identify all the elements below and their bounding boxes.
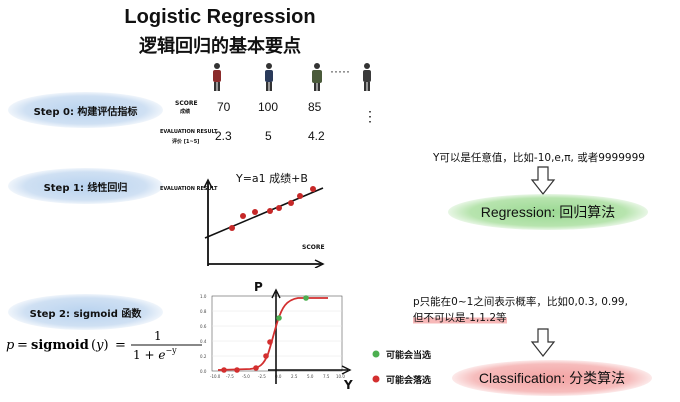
svg-text:sigmoid: sigmoid — [31, 338, 89, 353]
sigmoid-curve — [217, 297, 328, 371]
step2-label: Step 2: sigmoid 函数 — [29, 308, 142, 320]
y-tick-label: 0.2 — [200, 354, 207, 359]
x-tick-label: 10.0 — [336, 374, 345, 379]
data-point — [252, 209, 258, 215]
data-point — [267, 208, 273, 214]
classification-note-2: 但不可以是-1,1.2等 — [413, 310, 507, 325]
y-tick-label: 0.4 — [200, 339, 207, 344]
sigmoid-y-label: Y — [344, 378, 353, 392]
selected-point — [303, 295, 309, 301]
data-point — [229, 225, 235, 231]
data-point — [276, 205, 282, 211]
x-tick-label: -2.5 — [258, 374, 266, 379]
y-axis-arrow — [203, 178, 213, 189]
page-title-zh: 逻辑回归的基本要点 — [139, 36, 301, 56]
legend-not-selected-label: 可能会落选 — [386, 376, 432, 386]
x-tick-label: -7.5 — [226, 374, 234, 379]
svg-text:1: 1 — [154, 329, 162, 343]
linear-x-label: SCORE — [302, 244, 325, 251]
score-sub-label: 成绩 — [180, 109, 191, 115]
not-selected-point — [221, 367, 227, 373]
not-selected-point — [234, 367, 240, 373]
x-tick-label: -5.0 — [242, 374, 250, 379]
fit-line — [204, 187, 324, 239]
x-tick-label: 0.0 — [275, 374, 282, 379]
legend-green-dot — [372, 350, 380, 358]
score-label: SCORE — [175, 100, 198, 107]
plot-frame — [211, 295, 343, 372]
svg-text:(y): (y) — [91, 338, 109, 353]
svg-text:=: = — [17, 338, 28, 353]
person-icon — [213, 63, 221, 91]
linear-eval-label: EVALUATION RESULT — [160, 186, 218, 192]
regression-label-bubble: Regression: 回归算法 — [448, 194, 648, 230]
not-selected-point — [253, 365, 259, 371]
legend-red-dot — [372, 375, 380, 383]
more-people-dots: ····· — [330, 64, 350, 78]
score-value: 85 — [308, 100, 322, 114]
data-point — [310, 186, 316, 192]
svg-text:1 + e−y: 1 + e−y — [133, 346, 177, 362]
legend-selected-label: 可能会当选 — [386, 351, 432, 361]
y-tick-label: 1.0 — [200, 294, 207, 299]
down-arrow-icon — [530, 328, 556, 357]
person-icon — [265, 63, 273, 91]
step1-bubble: Step 1: 线性回归 — [8, 168, 163, 204]
x-axis-arrow — [314, 259, 325, 268]
classification-note-1: p只能在0~1之间表示概率，比如0,0.3, 0.99, — [413, 296, 628, 308]
down-arrow-icon — [530, 166, 556, 195]
person-icon — [363, 63, 371, 91]
person-icon — [312, 63, 322, 91]
score-value: 70 — [217, 100, 231, 114]
selected-point — [276, 315, 282, 321]
regression-note: Y可以是任意值，比如-10,e,π, 或者9999999 — [433, 152, 645, 164]
more-rows-dots: ⋮ — [363, 108, 377, 124]
eval-value: 5 — [265, 129, 272, 143]
eval-label: EVALUATION RESULT — [160, 129, 218, 135]
sigmoid-p-label: P — [254, 280, 263, 294]
people-icons — [213, 63, 371, 91]
linear-equation: Y=a1 成绩+B — [236, 172, 308, 185]
not-selected-point — [267, 339, 273, 345]
classification-label: Classification: 分类算法 — [478, 370, 626, 386]
p-axis-arrow — [271, 288, 281, 299]
step0-label: Step 0: 构建评估指标 — [33, 106, 138, 118]
eval-value: 2.3 — [215, 129, 232, 143]
score-value: 100 — [258, 100, 279, 114]
not-selected-point — [263, 353, 269, 359]
regression-label: Regression: 回归算法 — [480, 204, 616, 220]
y-tick-label: 0.8 — [200, 309, 207, 314]
y-axis-arrow — [341, 365, 352, 375]
svg-text:=: = — [115, 338, 126, 353]
sigmoid-formula: p = sigmoid (y) = 1 1 + e−y — [6, 329, 202, 362]
eval-sub-label: 评价 [1~5] — [172, 139, 200, 145]
linear-regression-plot — [203, 178, 325, 268]
data-point — [297, 193, 303, 199]
x-tick-label: 5.0 — [307, 374, 314, 379]
data-point — [288, 200, 294, 206]
x-tick-label: 2.5 — [291, 374, 298, 379]
y-tick-label: 0.0 — [200, 369, 207, 374]
sigmoid-chart: 1.0 0.8 0.6 0.4 0.2 0.0 -10.0 -7.5 -5.0 … — [200, 288, 352, 384]
x-tick-label: -10.0 — [210, 374, 221, 379]
classification-label-bubble: Classification: 分类算法 — [452, 360, 652, 396]
step0-bubble: Step 0: 构建评估指标 — [8, 92, 163, 128]
eval-value: 4.2 — [308, 129, 325, 143]
classification-note-2-text: 但不可以是-1,1.2等 — [413, 312, 507, 324]
data-point — [240, 213, 246, 219]
step2-bubble: Step 2: sigmoid 函数 — [8, 294, 163, 330]
x-tick-label: 7.5 — [323, 374, 330, 379]
step1-label: Step 1: 线性回归 — [43, 182, 128, 194]
svg-text:p: p — [6, 338, 15, 353]
page-title-en: Logistic Regression — [124, 6, 316, 28]
y-tick-label: 0.6 — [200, 324, 207, 329]
